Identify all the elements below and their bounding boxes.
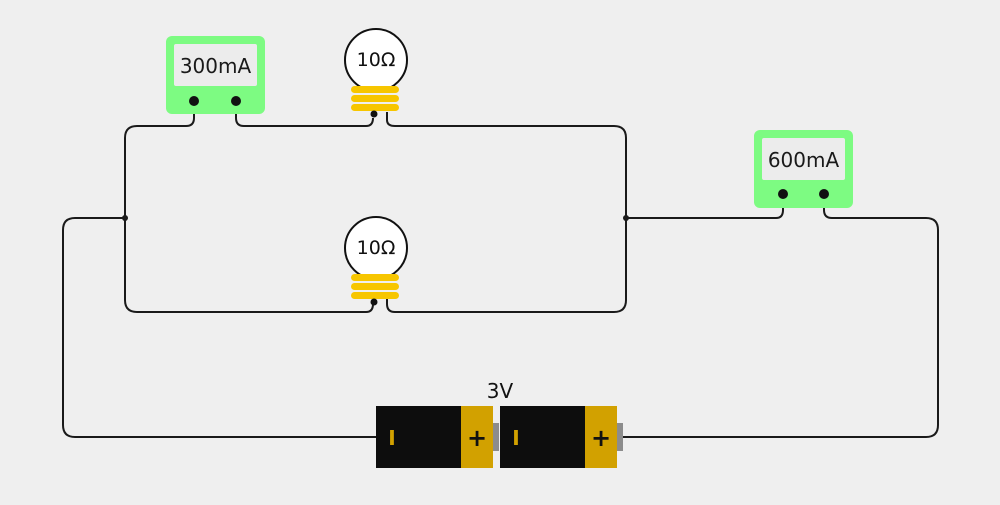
ammeter-right-screen: [762, 138, 845, 180]
battery-cell-1-cap: [461, 406, 493, 468]
battery-voltage-label: 3V: [487, 379, 514, 403]
wire-bottom-right: [386, 218, 627, 313]
wire-to-ammeter-right: [626, 194, 784, 219]
wire-top-left: [124, 101, 195, 218]
battery-cell-2: I +: [500, 406, 623, 468]
bulb-top: 10Ω: [344, 28, 408, 118]
battery-cell-2-positive: +: [591, 424, 611, 452]
battery-cell-2-cap: [585, 406, 617, 468]
ammeter-top: 300mA: [166, 36, 265, 114]
wires: [62, 101, 939, 438]
ammeter-top-reading: 300mA: [180, 54, 252, 78]
ammeter-top-terminal-left: [189, 96, 199, 106]
junction-right: [623, 215, 629, 221]
ammeter-top-screen: [174, 44, 257, 86]
bulb-bottom-contact: [370, 298, 378, 306]
wire-bottom-left: [124, 218, 374, 313]
bulb-bottom-label: 10Ω: [357, 237, 396, 259]
ammeter-right-terminal-right: [819, 189, 829, 199]
bulb-top-contact: [370, 110, 378, 118]
ammeter-right-reading: 600mA: [768, 148, 840, 172]
bulb-top-base: [351, 86, 399, 111]
bulb-top-label: 10Ω: [357, 49, 396, 71]
battery-cell-2-negative: I: [512, 426, 519, 450]
battery-cell-1-nub: [493, 423, 499, 451]
ammeter-right: 600mA: [754, 130, 853, 208]
battery-cell-2-body: [500, 406, 588, 468]
battery-cell-2-nub: [617, 423, 623, 451]
ammeter-top-terminal-right: [231, 96, 241, 106]
wire-right-loop: [620, 194, 939, 438]
battery-cell-1-body: [376, 406, 464, 468]
wire-ammeter-to-bulb-top: [235, 101, 374, 127]
battery-cell-1-negative: I: [388, 426, 395, 450]
battery-cell-1-positive: +: [467, 424, 487, 452]
ammeter-right-terminal-left: [778, 189, 788, 199]
battery-cell-1: I +: [376, 406, 499, 468]
bulb-bottom: 10Ω: [344, 216, 408, 306]
wire-top-right: [386, 112, 627, 218]
junction-left: [122, 215, 128, 221]
bulb-bottom-base: [351, 274, 399, 299]
wire-left-loop: [62, 217, 376, 438]
